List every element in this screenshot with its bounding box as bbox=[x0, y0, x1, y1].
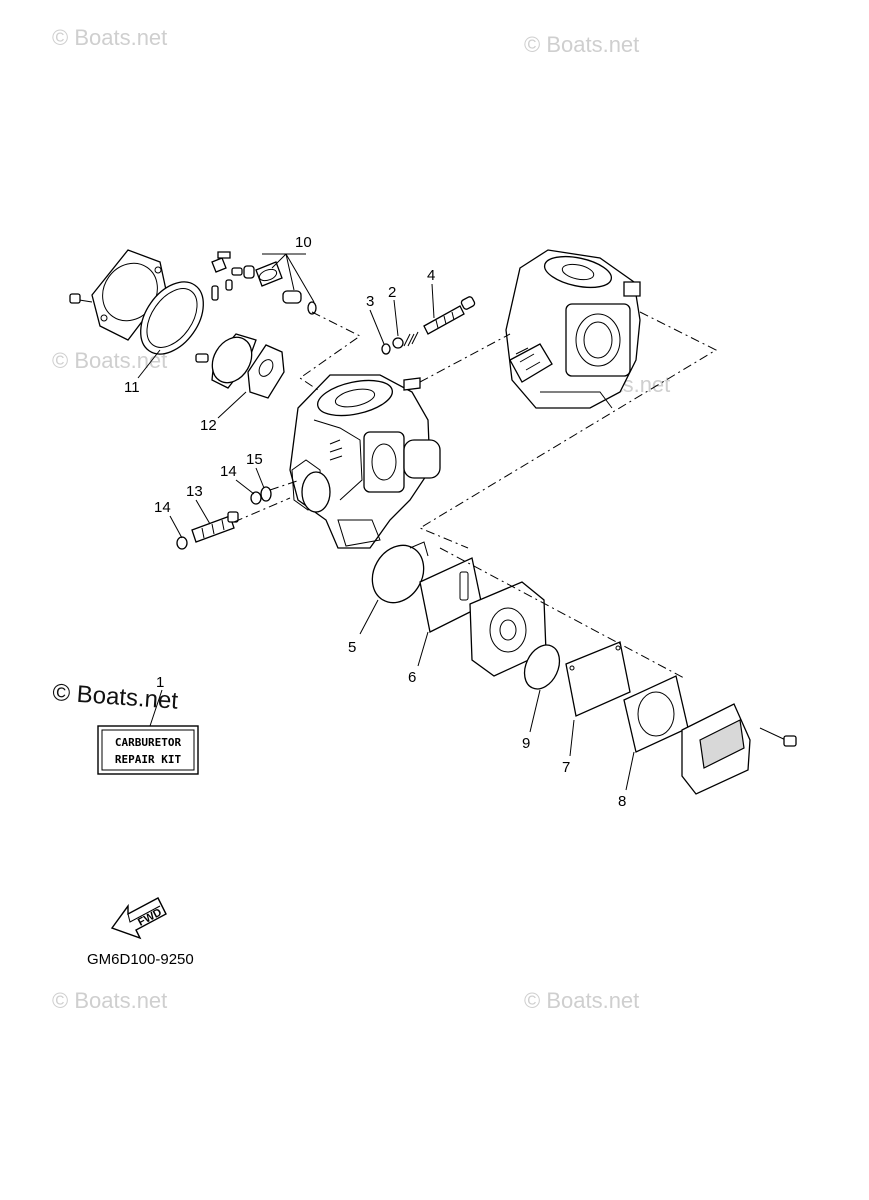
callout-9: 9 bbox=[522, 735, 530, 752]
fuel-pump-cover bbox=[681, 703, 797, 795]
callouts: 10 3 2 4 11 12 15 14 13 14 5 6 1 9 7 8 bbox=[124, 234, 626, 810]
callout-11: 11 bbox=[124, 379, 140, 396]
callout-2: 2 bbox=[388, 284, 396, 301]
carburetor-rear bbox=[505, 249, 641, 409]
callout-13: 13 bbox=[186, 483, 203, 500]
assembly-lines bbox=[233, 311, 718, 679]
part-14-washer-lower bbox=[176, 536, 188, 550]
fwd-arrow-icon: FWD bbox=[110, 897, 167, 940]
part-14-washer-upper bbox=[250, 491, 262, 505]
part-11-diaphragm-cover bbox=[69, 249, 204, 355]
callout-3: 3 bbox=[366, 293, 374, 310]
diagram-code: GM6D100-9250 bbox=[87, 951, 194, 968]
callout-10: 10 bbox=[295, 234, 312, 251]
part-15-o-ring bbox=[260, 486, 272, 502]
part-12-pump-gasket bbox=[195, 333, 285, 399]
carburetor-front bbox=[289, 374, 441, 549]
part-10-valve-set bbox=[211, 251, 317, 315]
part-5-gasket bbox=[371, 541, 429, 604]
kit-label-line1: CARBURETOR bbox=[115, 736, 182, 749]
part-4-pilot-screw bbox=[423, 296, 476, 335]
leader-lines bbox=[137, 253, 635, 791]
part-8-gasket bbox=[623, 675, 689, 753]
part-13-idle-screw bbox=[191, 511, 239, 543]
kit-label-line2: REPAIR KIT bbox=[115, 753, 182, 766]
repair-kit-box: CARBURETOR REPAIR KIT bbox=[97, 725, 199, 775]
watermark-top-right: © Boats.net bbox=[524, 32, 639, 57]
callout-8: 8 bbox=[618, 793, 626, 810]
watermark-top-left: © Boats.net bbox=[52, 25, 167, 50]
callout-14-lower: 14 bbox=[154, 499, 171, 516]
callout-5: 5 bbox=[348, 639, 356, 656]
watermark-bottom-right: © Boats.net bbox=[524, 988, 639, 1013]
callout-15: 15 bbox=[246, 451, 263, 468]
callout-7: 7 bbox=[562, 759, 570, 776]
callout-4: 4 bbox=[427, 267, 435, 284]
watermark-bottom-left: © Boats.net bbox=[52, 988, 167, 1013]
callout-6: 6 bbox=[408, 669, 416, 686]
callout-1: 1 bbox=[156, 674, 164, 691]
callout-14-upper: 14 bbox=[220, 463, 237, 480]
callout-12: 12 bbox=[200, 417, 217, 434]
part-7-valve-plate bbox=[565, 641, 631, 717]
part-9-diaphragm-ring bbox=[523, 644, 561, 690]
watermark-mid-left: © Boats.net bbox=[52, 348, 167, 373]
part-3-o-ring bbox=[381, 343, 391, 355]
part-2-spring bbox=[392, 331, 419, 349]
